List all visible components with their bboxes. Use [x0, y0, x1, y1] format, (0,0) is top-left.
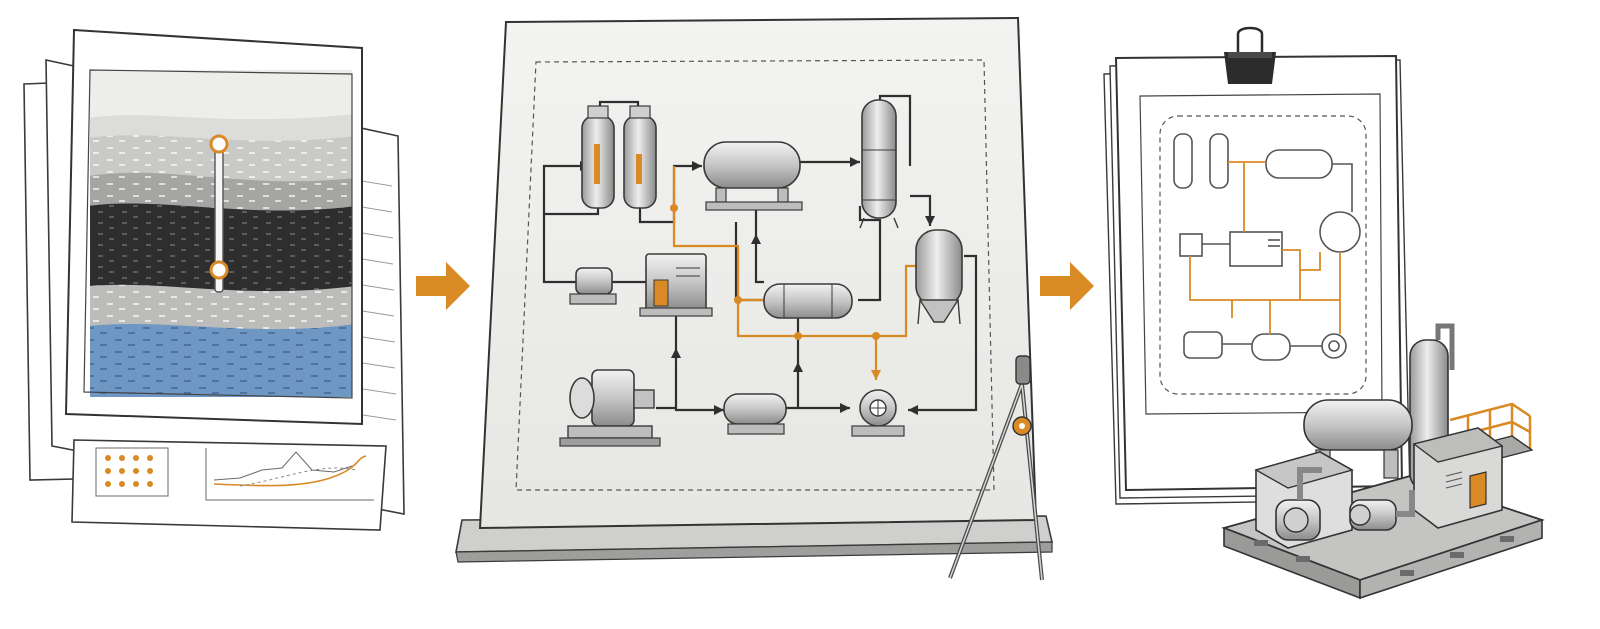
dot-grid — [105, 455, 153, 487]
mini-line-chart — [205, 448, 374, 501]
compressor-package — [639, 253, 713, 317]
wellbore-icon — [209, 134, 229, 293]
distillation-column — [859, 99, 899, 229]
front-geology-sheet — [64, 28, 363, 426]
junction-dots — [670, 204, 881, 380]
right-arrow-icon — [1040, 262, 1094, 310]
stage-facility — [1103, 26, 1545, 600]
stage-process-design — [455, 16, 1054, 581]
horizontal-drum — [703, 141, 803, 211]
process-skid-icon — [1221, 323, 1545, 600]
binder-clip-icon — [1224, 26, 1276, 84]
mini-pfd — [1173, 133, 1361, 361]
small-pump — [569, 267, 617, 305]
drafting-compass-icon — [948, 355, 1044, 581]
stage-reservoir-data — [23, 28, 405, 531]
dot-grid-box — [95, 447, 169, 497]
electric-motor — [559, 369, 661, 447]
middle-drum — [763, 283, 853, 319]
feed-drum — [723, 393, 787, 435]
centrifugal-pump — [851, 389, 905, 437]
flow-arrows — [580, 157, 935, 415]
pfd-piping-orange — [672, 166, 916, 380]
right-arrow-icon — [416, 262, 470, 310]
bottom-chart-sheet — [71, 439, 387, 531]
twin-vessels — [581, 105, 657, 209]
separator-vessel — [915, 229, 963, 325]
